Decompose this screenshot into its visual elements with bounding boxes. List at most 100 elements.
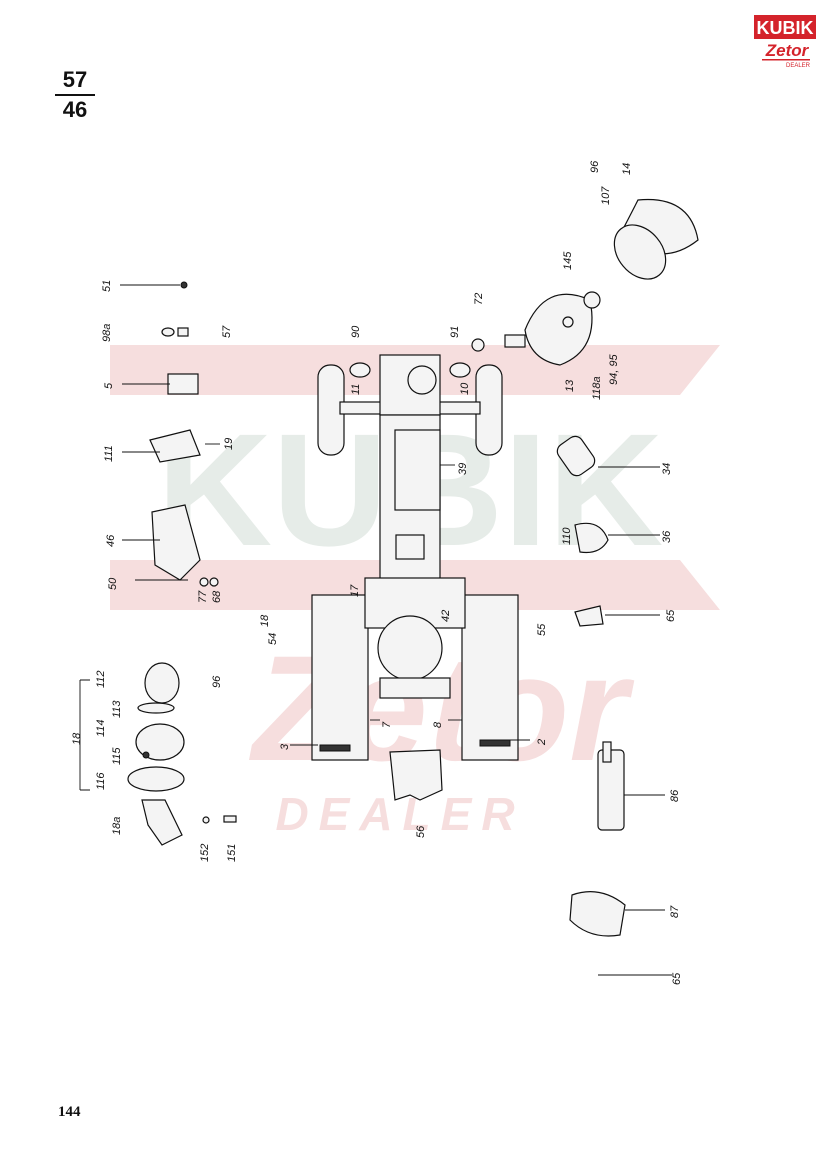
gasket-113 [137,702,175,714]
headlamp-lens [613,224,667,280]
right-small-parts [556,435,672,976]
rear-transmission-housing [377,615,443,681]
socket-57 [177,327,189,337]
label-65-top: 65 [665,609,677,622]
label-86: 86 [669,789,681,802]
logo-red-band [754,15,816,39]
label-14: 14 [621,163,633,175]
switch-5 [167,373,199,395]
front-left-lamp [349,362,371,378]
headlamp-housing [524,293,593,366]
fuse-85 [574,605,604,627]
light-housing-111 [149,429,201,463]
label-34: 34 [661,463,673,475]
washer-68 [209,577,219,587]
label-18a: 18a [111,817,123,835]
label-46: 46 [105,534,117,547]
logo-underline [762,59,810,61]
label-118a: 118a [591,376,603,400]
label-94-95: 94, 95 [608,354,620,385]
label-110: 110 [561,527,573,545]
label-2: 2 [536,739,548,746]
label-68: 68 [211,590,223,603]
kubik-zetor-logo: KUBIK Zetor DEALER [754,15,816,69]
headlamp-assembly [471,198,699,366]
page-number: 144 [58,1104,81,1120]
label-77: 77 [197,590,209,603]
label-90: 90 [350,325,362,338]
horn-stem [602,741,612,763]
bracket-56 [389,749,443,801]
rear-hitch [379,677,451,699]
label-116: 116 [95,772,107,790]
left-rear-lamp-strip [319,744,351,752]
label-36: 36 [661,530,673,543]
battery-box [395,534,425,560]
label-65-bottom: 65 [671,972,683,985]
fraction-bar [55,94,95,96]
bolt-151 [223,815,237,823]
right-fender-housing [461,594,519,761]
nut-72 [471,338,485,352]
label-19: 19 [223,438,235,450]
label-3: 3 [279,743,291,750]
front-grille-light [407,365,437,395]
label-113: 113 [111,700,123,718]
label-54: 54 [267,633,279,645]
lamp-cover-112 [144,662,180,704]
box-87 [569,891,626,937]
front-right-lamp [449,362,471,378]
part-labels: 51 98a 57 5 111 19 46 50 77 68 112 113 1… [71,160,683,985]
right-rear-lamp-strip [479,739,511,747]
diagram-number: 57 46 [55,68,95,122]
label-151: 151 [226,844,238,862]
regulator-46 [151,504,201,581]
reflector-114 [135,723,185,761]
label-96-right: 96 [589,160,601,173]
label-57: 57 [221,325,233,338]
label-114: 114 [95,719,107,737]
switch-34 [556,435,596,477]
headlamp-bulb [583,291,601,309]
label-13: 13 [564,379,576,392]
label-91: 91 [449,326,461,338]
label-72: 72 [473,293,485,305]
ring-116 [127,766,185,792]
wiring-harness-panel [394,429,441,511]
label-39: 39 [457,463,469,475]
bulb-115 [142,751,150,759]
fraction-numerator: 57 [62,67,88,92]
label-115: 115 [111,747,123,765]
label-10: 10 [459,382,471,395]
label-87: 87 [669,905,681,918]
tractor-assembly [311,354,519,801]
label-5: 5 [103,382,115,389]
label-17: 17 [349,584,361,597]
label-50: 50 [107,577,119,590]
washer-77 [199,577,209,587]
label-56: 56 [415,825,427,838]
logo-tag-text: DEALER [786,63,811,69]
left-small-parts [120,281,219,587]
label-112: 112 [95,670,107,688]
headlamp-socket [504,334,526,348]
label-42: 42 [440,610,452,622]
logo-sub-text: Zetor [765,41,810,60]
rear-lamp-stack [79,662,237,846]
label-152: 152 [199,844,211,862]
label-98a: 98a [101,324,113,342]
washer-152 [202,816,210,824]
label-111: 111 [103,445,115,462]
leader-lines [122,383,665,911]
headlamp-clip [562,316,574,328]
logo-brand-text: KUBIK [757,18,814,38]
fraction-denominator: 46 [62,97,88,122]
left-fender-housing [311,594,369,761]
label-11: 11 [350,384,362,395]
label-18-upper: 18 [259,614,271,627]
screw-51 [180,281,188,289]
group-bracket-ends [80,679,90,791]
bulb-98a [161,327,175,337]
